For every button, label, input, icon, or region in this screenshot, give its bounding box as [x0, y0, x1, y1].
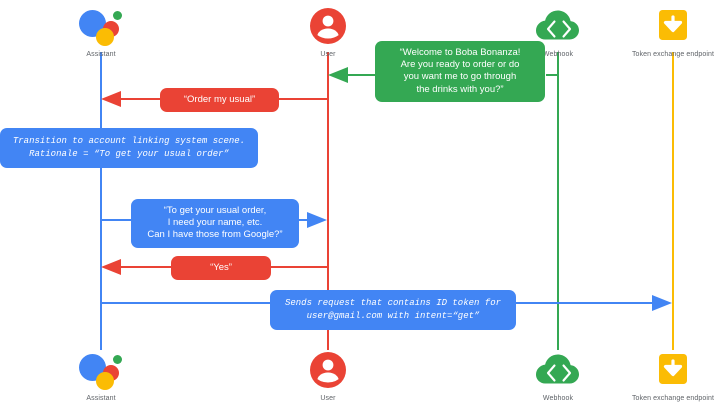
actor-user-bottom[interactable]: User — [273, 348, 383, 403]
user-avatar-icon — [273, 348, 383, 392]
actor-label-user: User — [320, 51, 336, 58]
message-welcome-line-2: Are you ready to order or do — [400, 59, 520, 71]
message-sends-id-token-line-2: user@gmail.com with intent=“get” — [306, 311, 480, 321]
actor-assistant-bottom[interactable]: Assistant — [46, 348, 156, 403]
actor-user-top[interactable]: User — [273, 4, 383, 59]
actor-webhook-bottom[interactable]: Webhook — [503, 348, 613, 403]
message-welcome-line-1: “Welcome to Boba Bonanza! — [399, 47, 521, 58]
lifeline-token-endpoint — [672, 52, 674, 350]
message-welcome-line-4: the drinks with you?” — [416, 83, 504, 95]
assistant-green-dot-icon — [113, 11, 122, 20]
actor-label-webhook: Webhook — [542, 51, 574, 58]
message-ask-for-profile-line-2: I need your name, etc. — [167, 217, 263, 229]
message-yes-line-1: “Yes” — [210, 262, 232, 273]
assistant-yellow-dot-icon — [96, 28, 114, 46]
actor-label-assistant: Assistant — [86, 51, 116, 58]
download-box-icon — [618, 4, 725, 48]
message-order-my-usual[interactable]: “Order my usual” — [160, 88, 279, 113]
cloud-code-icon — [503, 348, 613, 392]
actor-label-user: User — [320, 395, 336, 402]
lifeline-user — [327, 52, 329, 350]
actor-token-endpoint-bottom[interactable]: Token exchange endpoint — [618, 348, 725, 403]
assistant-dots-icon — [46, 4, 156, 48]
message-ask-for-profile[interactable]: “To get your usual order, I need your na… — [131, 199, 299, 248]
message-sends-id-token-line-1: Sends request that contains ID token for — [284, 298, 502, 308]
download-box-icon — [618, 348, 725, 392]
actor-label-webhook: Webhook — [542, 395, 574, 402]
message-transition-note[interactable]: Transition to account linking system sce… — [0, 128, 258, 168]
lifeline-assistant — [100, 52, 102, 350]
message-transition-note-line-1: Transition to account linking system sce… — [12, 136, 246, 146]
assistant-yellow-dot-icon — [96, 372, 114, 390]
assistant-green-dot-icon — [113, 355, 122, 364]
actor-webhook-top[interactable]: Webhook — [503, 4, 613, 59]
user-avatar-icon — [273, 4, 383, 48]
message-transition-note-line-2: Rationale = “To get your usual order” — [29, 149, 229, 159]
message-ask-for-profile-line-3: Can I have those from Google?” — [147, 229, 283, 241]
message-welcome-line-3: you want me to go through — [403, 71, 517, 83]
actor-label-token-endpoint: Token exchange endpoint — [631, 51, 715, 58]
actor-label-token-endpoint: Token exchange endpoint — [631, 395, 715, 402]
message-order-my-usual-line-1: “Order my usual” — [183, 94, 256, 105]
message-ask-for-profile-line-1: “To get your usual order, — [163, 205, 267, 216]
assistant-dots-icon — [46, 348, 156, 392]
actor-token-endpoint-top[interactable]: Token exchange endpoint — [618, 4, 725, 59]
message-yes[interactable]: “Yes” — [171, 256, 271, 281]
message-welcome[interactable]: “Welcome to Boba Bonanza! Are you ready … — [375, 41, 545, 102]
lifeline-webhook — [557, 52, 559, 350]
cloud-code-icon — [503, 4, 613, 48]
actor-assistant-top[interactable]: Assistant — [46, 4, 156, 59]
actor-label-assistant: Assistant — [86, 395, 116, 402]
message-sends-id-token[interactable]: Sends request that contains ID token for… — [270, 290, 516, 330]
